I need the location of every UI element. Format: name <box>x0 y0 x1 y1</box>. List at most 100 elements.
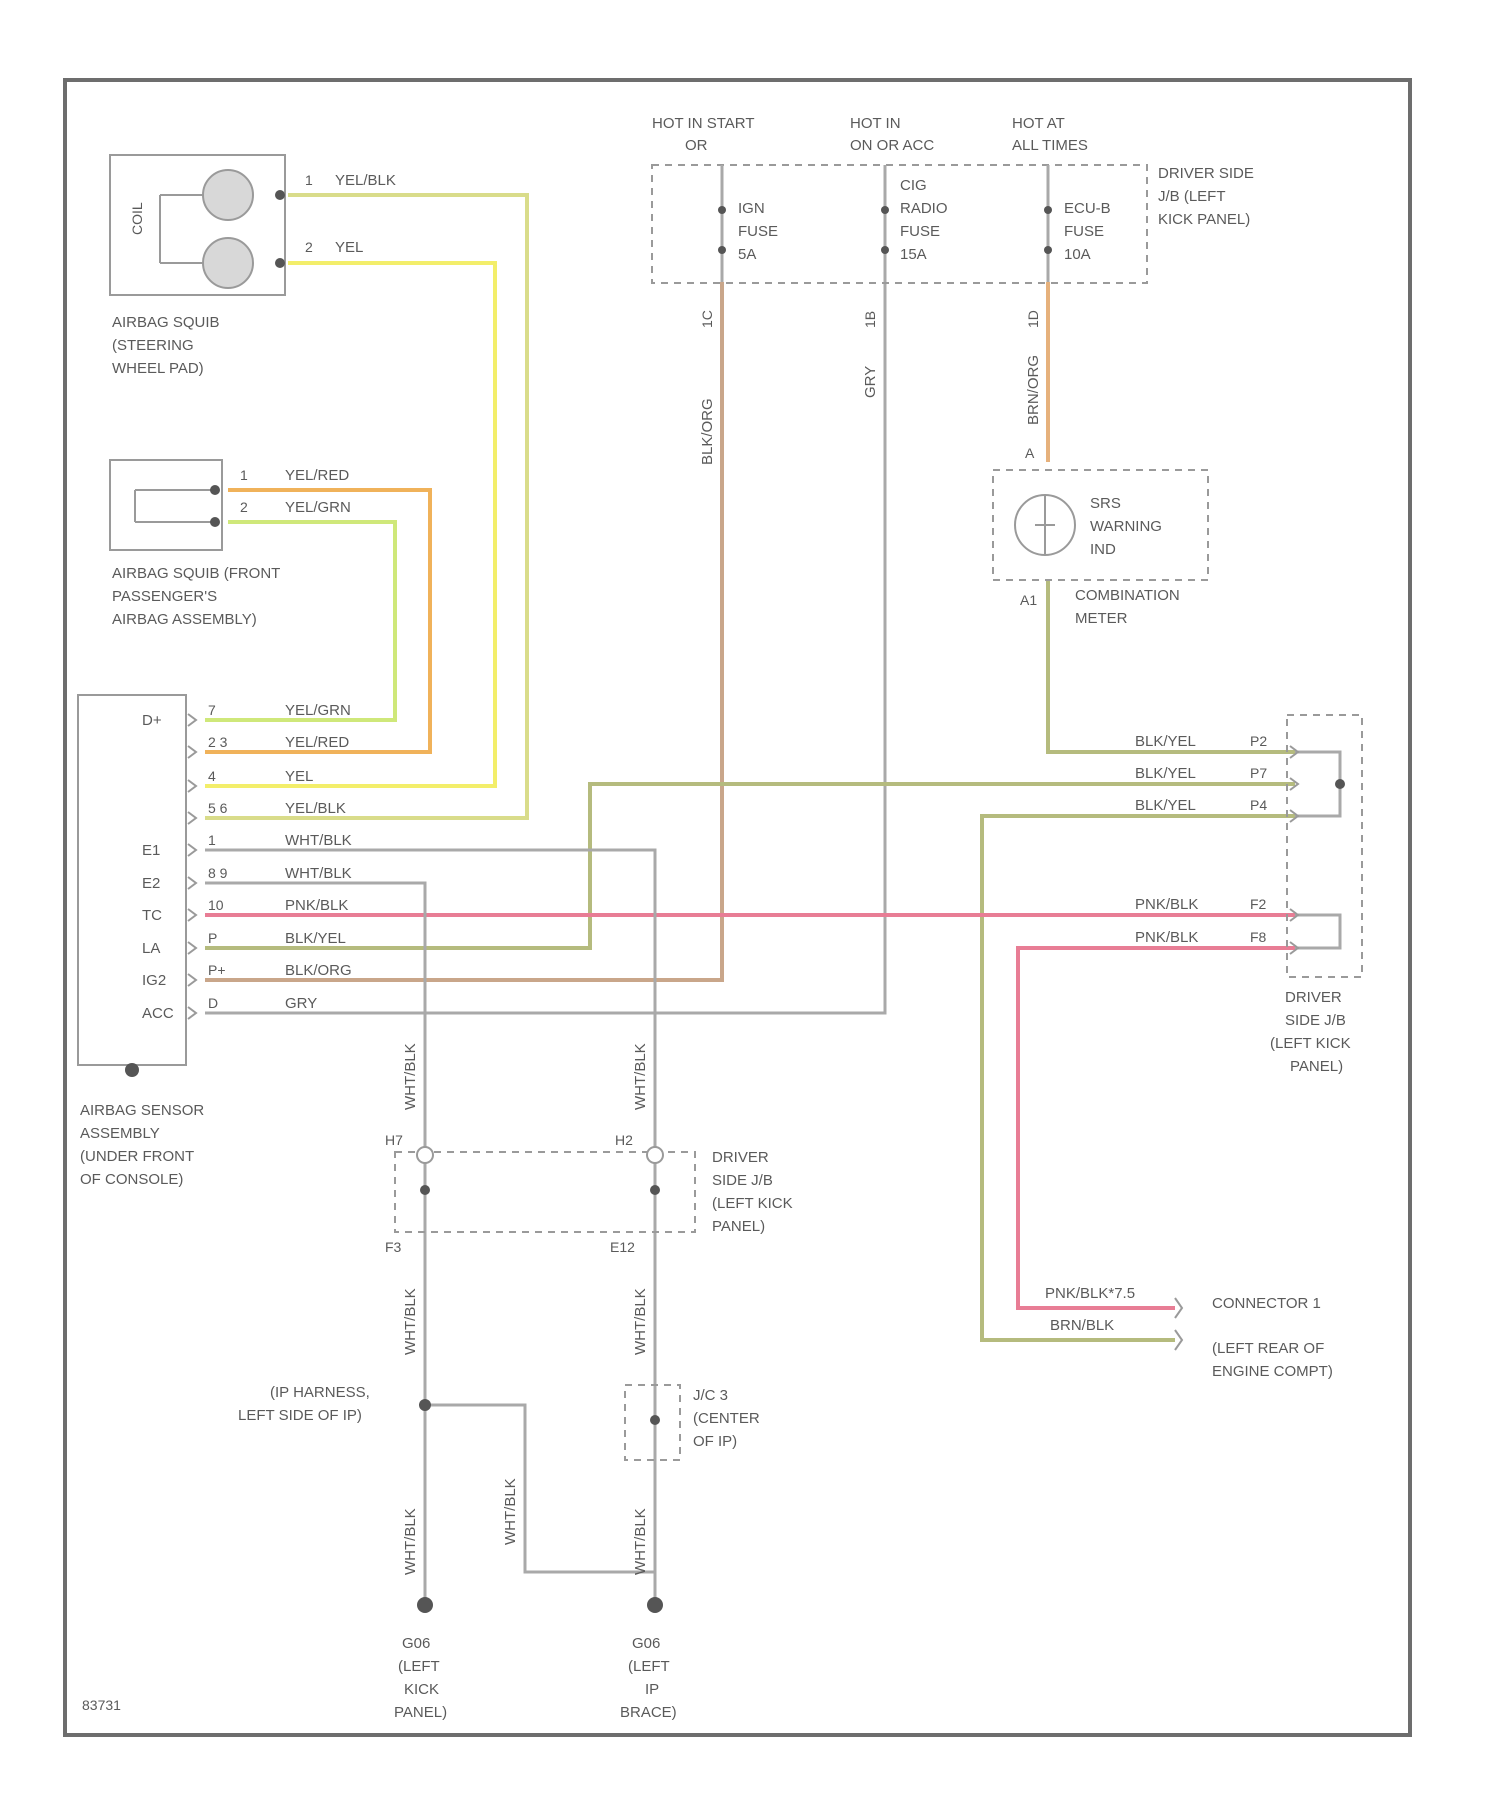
sensor-label-4: OF CONSOLE) <box>80 1171 183 1188</box>
jb-right-wire-label: BLK/YEL <box>1135 765 1196 782</box>
jb-top-label-1: DRIVER SIDE <box>1158 165 1254 182</box>
fuse-2-line-4: 15A <box>900 246 927 263</box>
jb-right-wire-label: BLK/YEL <box>1135 797 1196 814</box>
sensor-wire-color-label: BLK/ORG <box>285 962 352 979</box>
sensor-wire-color-label: WHT/BLK <box>285 832 352 849</box>
wht-blk-label-6: WHT/BLK <box>402 1508 419 1575</box>
jb-lower-label-2: SIDE J/B <box>712 1172 773 1189</box>
sensor-pin-number: 8 9 <box>208 865 228 881</box>
fuse-1-line-3: 5A <box>738 246 756 263</box>
sensor-wire-color-label: GRY <box>285 995 317 1012</box>
steering-pin-2: 2 <box>305 239 313 255</box>
wire-wht-blk-e1 <box>205 850 655 1600</box>
wire-blk-yel-meter <box>1048 580 1295 752</box>
jb-right-wire-label: PNK/BLK <box>1135 896 1198 913</box>
connector-label-3: ENGINE COMPT) <box>1212 1363 1333 1380</box>
sensor-wire-color-label: WHT/BLK <box>285 865 352 882</box>
fuse-header-3b: ALL TIMES <box>1012 137 1088 154</box>
passenger-pin-1: 1 <box>240 467 248 483</box>
wire-wht-blk-ip <box>425 1405 655 1572</box>
fuse-2-connector: 1B <box>862 311 878 328</box>
sensor-pin-arrow <box>188 974 196 986</box>
passenger-wire-1-label: YEL/RED <box>285 467 349 484</box>
ground-2-label-2: (LEFT <box>628 1658 670 1675</box>
sensor-pin-number: P+ <box>208 962 226 978</box>
jb-right-label-1: DRIVER <box>1285 989 1342 1006</box>
sensor-pin-arrow <box>188 812 196 824</box>
sensor-pin-number: P <box>208 930 217 946</box>
lamp-pin-top: A <box>1025 445 1035 461</box>
sensor-ground-dot <box>125 1063 139 1077</box>
wht-blk-label-2: WHT/BLK <box>632 1043 649 1110</box>
jb-top-label-2: J/B (LEFT <box>1158 188 1226 205</box>
sensor-wire-color-label: PNK/BLK <box>285 897 348 914</box>
figure-id: 83731 <box>82 1697 121 1713</box>
jb-right-wire-label: PNK/BLK <box>1135 929 1198 946</box>
meter-label-2: METER <box>1075 610 1128 627</box>
ground-1-label-4: PANEL) <box>394 1704 447 1721</box>
jb-right-label-2: SIDE J/B <box>1285 1012 1346 1029</box>
lamp-filament-icon <box>1035 495 1055 555</box>
jb-lower-pin-h2: H2 <box>615 1132 633 1148</box>
jb-lower-label-4: PANEL) <box>712 1218 765 1235</box>
wht-blk-label-3: WHT/BLK <box>402 1288 419 1355</box>
diagram-frame <box>65 80 1410 1735</box>
sensor-wire-color-label: YEL/GRN <box>285 702 351 719</box>
wire-yel-blk-steering <box>205 195 527 818</box>
fuse-3-line-2: FUSE <box>1064 223 1104 240</box>
steering-wheel-squib: COIL <box>110 155 285 295</box>
jb-lower-pin-h7: H7 <box>385 1132 403 1148</box>
wht-blk-label-4: WHT/BLK <box>632 1288 649 1355</box>
sensor-terminal-label: TC <box>142 907 162 924</box>
ground-2-label-3: IP <box>645 1681 659 1698</box>
fuse-header-1a: HOT IN START <box>652 115 755 132</box>
ground-2-label-1: G06 <box>632 1635 660 1652</box>
steering-wire-1-label: YEL/BLK <box>335 172 396 189</box>
ground-1-label-2: (LEFT <box>398 1658 440 1675</box>
jb-right-wire-label: BLK/YEL <box>1135 733 1196 750</box>
fuse-2-line-1: CIG <box>900 177 927 194</box>
ground-1-label-3: KICK <box>404 1681 439 1698</box>
sensor-wire-color-label: YEL <box>285 768 313 785</box>
ground-2-label-4: BRACE) <box>620 1704 677 1721</box>
steering-squib-label-3: WHEEL PAD) <box>112 360 204 377</box>
fuse-3-wire-label: BRN/ORG <box>1025 355 1042 425</box>
ip-harness-label-1: (IP HARNESS, <box>270 1384 370 1401</box>
jb-right-pin-label: P2 <box>1250 733 1267 749</box>
sensor-label-2: ASSEMBLY <box>80 1125 160 1142</box>
jb-right-pin-label: F2 <box>1250 896 1267 912</box>
wire-pnk-blk-connector <box>1018 948 1295 1308</box>
sensor-terminal-label: IG2 <box>142 972 166 989</box>
fuse-ign <box>718 165 726 282</box>
sensor-wire-color-label: YEL/RED <box>285 734 349 751</box>
sensor-pin-number: 5 6 <box>208 800 228 816</box>
ip-harness-splice <box>419 1399 431 1411</box>
fuse-cig-radio <box>881 165 889 282</box>
sensor-pin-number: D <box>208 995 218 1011</box>
connector-wire-2-label: BRN/BLK <box>1050 1317 1114 1334</box>
passenger-squib-label-3: AIRBAG ASSEMBLY) <box>112 611 257 628</box>
jc3-label-2: (CENTER <box>693 1410 760 1427</box>
ground-g06-ip-brace <box>647 1597 663 1613</box>
sensor-pin-number: 7 <box>208 702 216 718</box>
fuse-1-line-1: IGN <box>738 200 765 217</box>
sensor-wire-color-label: BLK/YEL <box>285 930 346 947</box>
fuse-1-connector: 1C <box>699 310 715 328</box>
driver-side-jb-right <box>1287 715 1362 977</box>
fuse-2-line-3: FUSE <box>900 223 940 240</box>
sensor-wire-color-label: YEL/BLK <box>285 800 346 817</box>
passenger-wire-2-label: YEL/GRN <box>285 499 351 516</box>
sensor-label-3: (UNDER FRONT <box>80 1148 194 1165</box>
sensor-terminal-label: D+ <box>142 712 162 729</box>
steering-wire-2-label: YEL <box>335 239 363 256</box>
sensor-pin-arrow <box>188 909 196 921</box>
sensor-pin-arrow <box>188 1007 196 1019</box>
lamp-label-1: SRS <box>1090 495 1121 512</box>
passenger-airbag-squib <box>110 460 222 550</box>
jb-right-rows: BLK/YELP2BLK/YELP7BLK/YELP4PNK/BLKF2PNK/… <box>1135 733 1298 954</box>
fuse-header-2b: ON OR ACC <box>850 137 934 154</box>
ip-harness-label-2: LEFT SIDE OF IP) <box>238 1407 362 1424</box>
jb-right-label-4: PANEL) <box>1290 1058 1343 1075</box>
wht-blk-label-1: WHT/BLK <box>402 1043 419 1110</box>
